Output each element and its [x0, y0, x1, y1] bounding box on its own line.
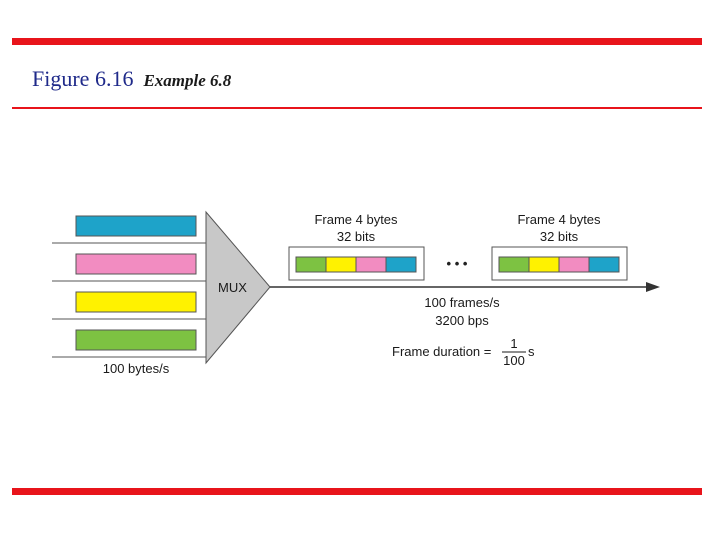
- input-block-4: [75, 329, 197, 351]
- frame-1-size-label: Frame 4 bytes: [314, 212, 398, 227]
- fraction-unit: s: [528, 344, 535, 359]
- output-arrowhead: [646, 282, 660, 292]
- frame-1-bits-label: 32 bits: [337, 229, 376, 244]
- bit-rate-label: 3200 bps: [435, 313, 489, 328]
- frame-1-slot-1: [295, 256, 327, 273]
- frame-2-bits-label: 32 bits: [540, 229, 579, 244]
- frame-2-size-label: Frame 4 bytes: [517, 212, 601, 227]
- input-block-1: [75, 215, 197, 237]
- frame-2-slot-2: [528, 256, 560, 273]
- bottom-red-bar: [12, 488, 702, 495]
- example-label: Example 6.8: [143, 71, 232, 90]
- frame-duration-label: Frame duration =: [392, 344, 491, 359]
- frame-2-slot-4: [588, 256, 620, 273]
- top-red-bar: [12, 38, 702, 45]
- frames-ellipsis: • • •: [447, 256, 468, 271]
- slide-title: Figure 6.16 Example 6.8: [32, 66, 231, 92]
- input-block-2: [75, 253, 197, 275]
- frame-2-slot-1: [498, 256, 530, 273]
- frame-2-slot-3: [558, 256, 590, 273]
- fraction-denominator: 100: [503, 353, 525, 368]
- frames-rate-label: 100 frames/s: [424, 295, 500, 310]
- frame-1-slot-2: [325, 256, 357, 273]
- fraction-numerator: 1: [510, 336, 517, 351]
- mux-label: MUX: [218, 280, 247, 295]
- frame-1-slot-3: [355, 256, 387, 273]
- frame-1-slot-4: [385, 256, 417, 273]
- mux-triangle: [205, 210, 271, 365]
- input-block-3: [75, 291, 197, 313]
- title-divider: [12, 107, 702, 109]
- figure-label: Figure 6.16: [32, 66, 134, 91]
- input-rate-label: 100 bytes/s: [103, 361, 170, 376]
